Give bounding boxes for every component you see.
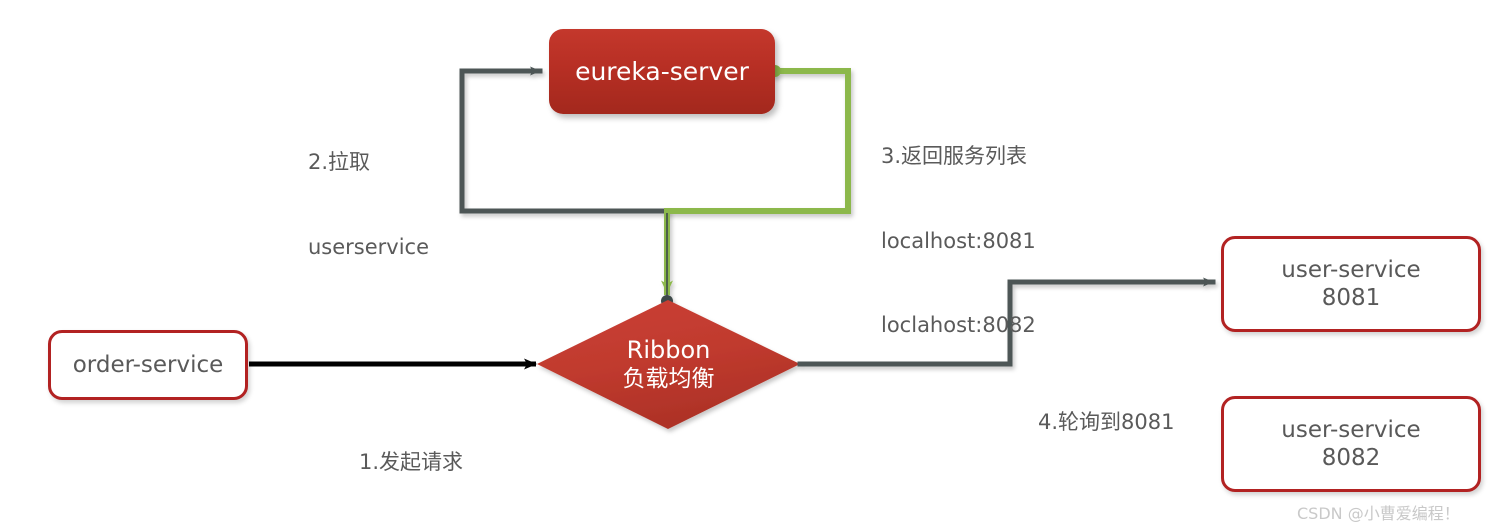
edge-label-step2-line1: 2.拉取 (308, 150, 371, 175)
edge-label-step4-line1: 4.轮询到8081 (1038, 410, 1175, 435)
edge-round-robin-8081 (797, 277, 1216, 367)
node-ribbon-load-balancer[interactable]: Ribbon 负载均衡 (537, 300, 800, 429)
node-ribbon-label-line1: Ribbon (626, 336, 711, 365)
edge-label-step3-line2: localhost:8081 (881, 228, 1036, 253)
node-order-service-label: order-service (72, 352, 224, 378)
node-user-service-8082[interactable]: user-service 8082 (1221, 396, 1481, 492)
edge-label-step4: 4.轮询到8081 (1038, 352, 1174, 493)
edge-pull-userservice (459, 66, 670, 214)
edge-label-step1: 1.发起请求 http://userservice/user/1 (275, 392, 547, 529)
edge-label-step3: 3.返回服务列表 localhost:8081 loclahost:8082 (881, 86, 1036, 395)
node-order-service[interactable]: order-service (48, 330, 248, 400)
node-ribbon-label-line2: 负载均衡 (622, 366, 715, 393)
node-eureka-server-label: eureka-server (575, 57, 749, 86)
node-user-service-8081-name: user-service (1281, 256, 1421, 283)
node-ribbon-label-group: Ribbon 负载均衡 (537, 300, 800, 429)
node-user-service-8082-port: 8082 (1321, 445, 1381, 471)
node-eureka-server[interactable]: eureka-server (549, 29, 775, 114)
edge-label-step3-line1: 3.返回服务列表 (881, 144, 1028, 169)
node-user-service-8082-name: user-service (1281, 416, 1421, 443)
edge-label-step2: 2.拉取 userservice (308, 92, 429, 317)
node-user-service-8081[interactable]: user-service 8081 (1221, 236, 1481, 332)
edge-label-step1-line1: 1.发起请求 (358, 450, 464, 475)
edge-label-step3-line3: loclahost:8082 (881, 313, 1036, 337)
ribbon-diamond-shape (537, 300, 800, 429)
node-user-service-8081-port: 8081 (1321, 285, 1381, 311)
watermark-csdn: CSDN @小曹爱编程！ (1297, 504, 1460, 523)
edge-label-step2-line2: userservice (308, 234, 430, 259)
